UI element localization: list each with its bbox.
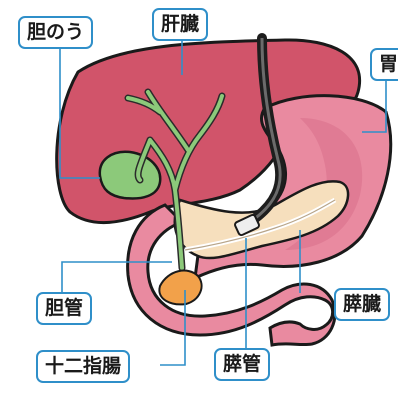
label-duodenum: 十二指腸 [36,350,130,383]
label-bile-duct: 胆管 [36,292,92,325]
label-liver: 肝臓 [152,8,208,41]
label-pancreas: 膵臓 [334,288,390,321]
label-pancreatic-duct: 膵管 [214,348,270,381]
label-gallbladder: 胆のう [18,16,93,49]
papilla-shape [159,271,201,305]
label-stomach: 胃 [370,48,398,81]
